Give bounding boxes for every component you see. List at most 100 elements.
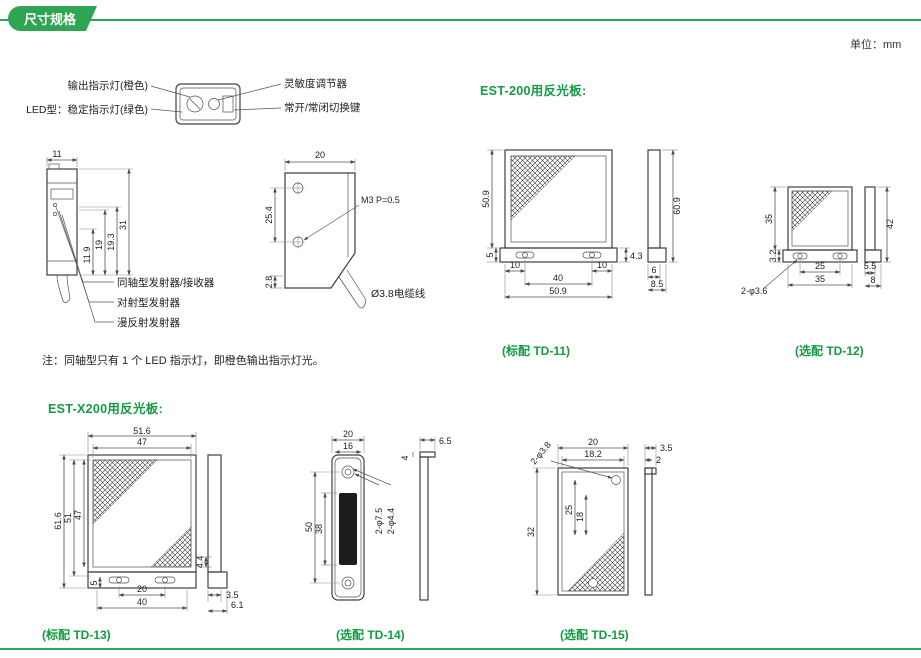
sensor-top-body [175,83,241,125]
front-dimensions [46,157,133,276]
dim-td11-hole-off-r: 10 [597,260,607,270]
td13-side [207,454,228,589]
dim-td13-top-w-inner: 47 [137,437,147,447]
sensor-front-view: 11 11.9 19 19.3 31 同轴型发射器/接收器 对射型发射器 漫反射… [46,149,215,329]
td12-front [782,186,858,263]
td11-side-dimensions [647,149,678,293]
td14-dimensions [310,436,392,584]
td15-caption: (选配 TD-15) [560,628,629,642]
td12-side-dimensions [864,186,891,289]
section-tab: 尺寸规格 [8,6,98,31]
dim-td15-side-top: 3.5 [660,443,673,453]
dim-td12-side-w: 5.5 [864,261,877,271]
dim-td15-top-w-inner: 18.2 [584,449,602,459]
callout-sensitivity: 灵敏度调节器 [284,77,347,90]
callout-no-nc-switch: 常开/常闭切换键 [284,101,361,114]
dim-td14-strip-h: 38 [314,524,324,534]
td15-drawing: 20 18.2 2-φ3.8 32 25 18 3.5 2 [526,437,673,596]
dim-td15-h2: 25 [564,505,574,515]
callout-leaders [150,83,282,113]
dim-td15-height: 32 [526,527,536,537]
dim-td11-side-height: 60.9 [672,197,682,215]
dim-td11-height: 50.9 [481,190,491,208]
td11-caption: (标配 TD-11) [502,344,571,358]
dim-td12-hole-span: 25 [815,261,825,271]
dim-td13-hole-span: 40 [137,597,147,607]
dim-td15-h3: 18 [575,512,585,522]
dim-td13-tab: 4.4 [195,556,205,569]
dim-td13-slot-span: 20 [137,584,147,594]
dim-td15-side-w: 2 [656,455,661,465]
section-tab-label: 尺寸规格 [24,12,77,27]
label-coaxial-emitter: 同轴型发射器/接收器 [117,276,215,289]
footer-divider [0,648,921,650]
dim-td14-side-w: 4 [400,455,410,460]
est200-title: EST-200用反光板: [480,84,587,98]
side-dimensions [270,159,360,289]
td13-caption: (标配 TD-13) [42,628,111,642]
td13-side-dimensions [207,590,228,614]
td14-caption: (选配 TD-14) [336,628,405,642]
dim-td12-side-base: 8 [870,275,875,285]
dim-front-31: 31 [118,220,128,230]
td11-side [647,149,667,263]
front-body [46,163,78,303]
dim-td11-side-base: 8.5 [651,279,664,289]
td13-drawing: 51.6 47 61.6 51 47 4.4 5 20 40 3.5 6.1 [53,426,244,614]
dim-td12-width: 35 [815,274,825,284]
td11-dimensions [487,149,630,299]
dim-front-11-9: 11.9 [82,247,92,264]
dim-td13-side-w: 3.5 [226,590,239,600]
td13-front [87,454,197,589]
td11-drawing: 50.9 5 10 10 40 50.9 4.3 60.9 6 8.5 [481,149,682,299]
label-td12-holes: 2-φ3.6 [741,286,767,296]
dim-td14-top-w: 20 [343,429,353,439]
td14-side [419,451,436,601]
dim-td14-side-top: 6.5 [439,436,452,446]
td15-side [644,467,657,596]
td13-dimensions [59,432,212,611]
dim-front-19-3: 19.3 [106,233,116,251]
label-thread-spec: M3 P=0.5 [361,195,400,205]
dim-front-19: 19 [94,240,104,250]
dim-td13-height: 61.6 [53,512,63,530]
dim-td11-tab: 4.3 [630,251,643,261]
td14-drawing: 20 16 50 38 2-φ7.5 2-φ4.4 6.5 4 [304,429,452,601]
sensor-top-view: 输出指示灯(橙色) LED型：稳定指示灯(绿色) 灵敏度调节器 常开/常闭切换键 [26,77,361,125]
td15-side-dimensions [644,444,657,466]
dim-td13-base-h: 5 [89,580,99,585]
dim-side-25-4: 25.4 [264,206,274,224]
label-td14-holes-cs: 2-φ7.5 [374,508,384,534]
td12-dimensions [762,186,853,290]
label-td15-holes: 2-φ3.8 [528,440,553,467]
dim-td14-height: 50 [304,522,314,532]
td14-side-dimensions [412,437,436,457]
td12-side [864,186,882,263]
td11-front [499,149,618,263]
dim-td13-side-base: 6.1 [231,600,244,610]
td14-front [331,454,365,601]
dim-td11-base-h: 5 [485,252,495,257]
dim-td11-side-w: 6 [651,265,656,275]
estx200-title: EST-X200用反光板: [48,402,164,416]
dim-td12-side-height: 42 [885,219,895,229]
sensor-side-view: 20 25.4 2.8 M3 P=0.5 Ø3.8电缆线 [264,150,426,309]
dim-side-2-8: 2.8 [264,276,274,289]
label-cable: Ø3.8电缆线 [371,287,426,300]
dim-side-width: 20 [315,150,325,160]
dim-td13-top-w: 51.6 [133,426,151,436]
header-divider [0,19,921,21]
dim-td14-top-w-inner: 16 [343,441,353,451]
dim-front-width: 11 [52,149,61,159]
dim-td11-hole-off-l: 10 [510,260,520,270]
unit-label: 单位：mm [850,39,902,51]
label-through-beam-emitter: 对射型发射器 [117,296,180,309]
callout-output-indicator: 输出指示灯(橙色) [68,79,149,92]
dim-td12-base-h: 3.2 [768,250,778,263]
callout-led-type: LED型：稳定指示灯(绿色) [26,103,148,116]
sensor-note: 注：同轴型只有 1 个 LED 指示灯，即橙色输出指示灯光。 [42,355,324,367]
td15-front [557,467,629,596]
dim-td15-top-w: 20 [588,437,598,447]
dim-td13-h3: 47 [73,510,83,520]
side-body [284,172,367,309]
